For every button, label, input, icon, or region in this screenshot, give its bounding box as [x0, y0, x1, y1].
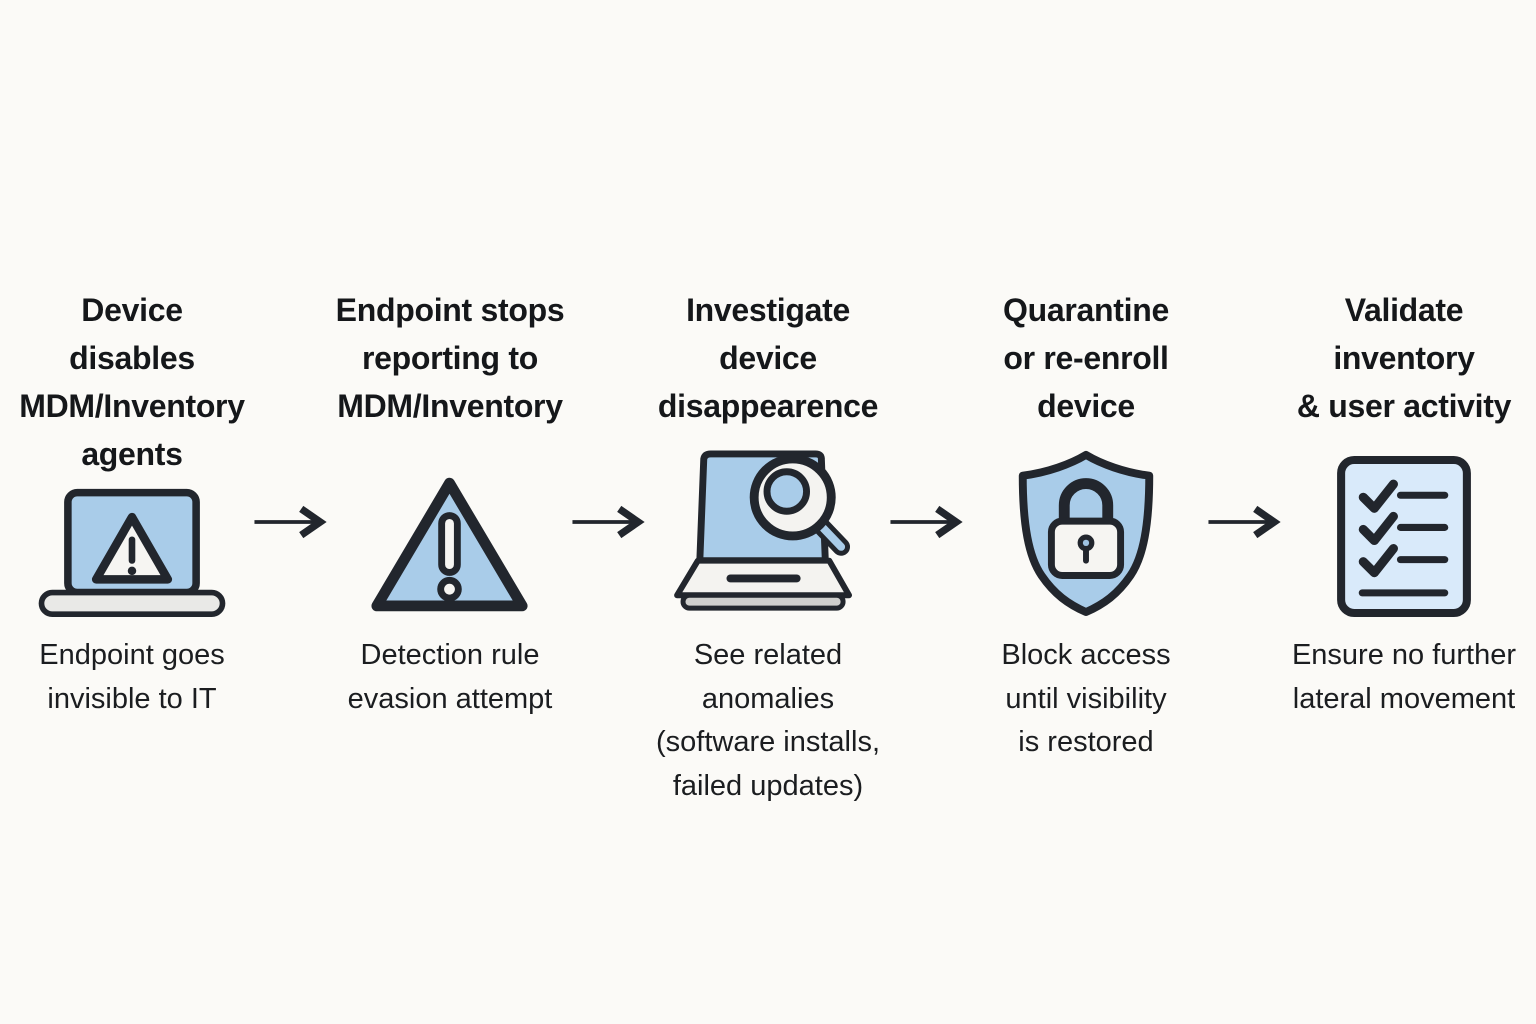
laptop-search-icon	[674, 450, 862, 618]
shield-lock-icon	[1011, 448, 1161, 618]
step-title: Endpoint stops reporting to MDM/Inventor…	[335, 292, 565, 424]
step-title: Quarantine or re-enroll device	[1003, 292, 1169, 424]
incident-response-flowchart: Device disables MDM/Inventory agents End…	[0, 286, 1536, 808]
warning-triangle-icon	[369, 472, 531, 618]
checklist-icon	[1336, 455, 1472, 618]
step-title: Validate inventory & user activity	[1296, 292, 1512, 424]
step-caption: See related anomalies (software installs…	[655, 639, 880, 802]
laptop-warning-icon	[36, 486, 228, 618]
flow-arrow-icon	[253, 500, 329, 544]
step-title: Investigate device disappearence	[657, 292, 879, 424]
step-caption: Block access until visibility is restore…	[1001, 639, 1171, 758]
flow-arrow-icon	[571, 500, 647, 544]
step-quarantine-reenroll: Quarantine or re-enroll device Block acc…	[965, 286, 1207, 765]
step-investigate-disappearance: Investigate device disappearence See rel…	[647, 286, 889, 808]
step-device-disables-agents: Device disables MDM/Inventory agents End…	[11, 286, 253, 721]
step-validate-inventory: Validate inventory & user activity Ensur…	[1283, 286, 1525, 721]
step-title: Device disables MDM/Inventory agents	[19, 292, 245, 472]
step-caption: Detection rule evasion attempt	[347, 639, 553, 715]
step-endpoint-stops-reporting: Endpoint stops reporting to MDM/Inventor…	[329, 286, 571, 721]
step-caption: Ensure no further lateral movement	[1291, 639, 1517, 715]
flow-arrow-icon	[889, 500, 965, 544]
flow-arrow-icon	[1207, 500, 1283, 544]
step-caption: Endpoint goes invisible to IT	[39, 639, 225, 715]
